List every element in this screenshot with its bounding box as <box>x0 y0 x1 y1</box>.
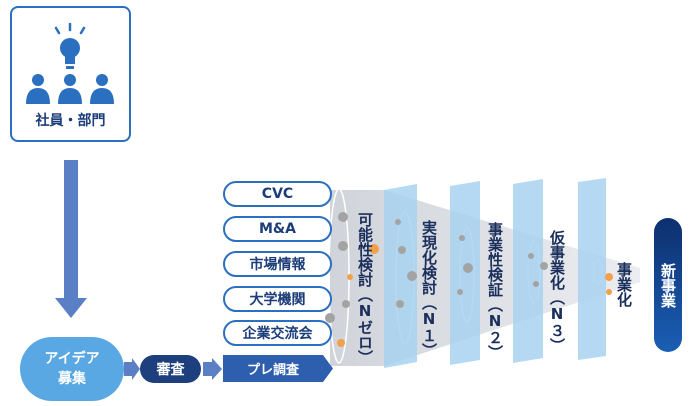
idea-dot <box>395 219 401 225</box>
idea-dot <box>528 253 534 259</box>
idea-dot <box>459 235 465 241</box>
idea-people-icon <box>26 22 114 104</box>
idea-dot <box>463 263 473 273</box>
stage-label-n3: 仮事業化（N３） <box>548 230 566 353</box>
source-corporate-exchange: 企業交流会 <box>223 320 332 346</box>
source-cvc: CVC <box>223 181 332 207</box>
source-market-info: 市場情報 <box>223 251 332 277</box>
new-business-box: 新事業 <box>654 218 682 352</box>
idea-dot <box>338 241 348 251</box>
stage-band-3 <box>513 179 543 363</box>
highlight-dot <box>369 244 379 254</box>
idea-dot <box>398 246 406 254</box>
stage-band-2 <box>450 181 480 365</box>
source-university: 大学機関 <box>223 286 332 312</box>
idea-line1: アイデア <box>44 351 100 367</box>
idea-dot <box>540 262 548 270</box>
down-arrow-shaft <box>64 160 78 300</box>
pre-survey-box: プレ調査 <box>223 355 323 382</box>
source-ma: M&A <box>223 216 332 242</box>
stage-label-n2: 事業性検証（N２） <box>486 222 504 360</box>
pre-survey-arrow-tip <box>323 355 333 382</box>
idea-dot <box>342 300 350 308</box>
idea-dot <box>338 212 348 222</box>
arrow-review-to-pre <box>203 358 222 380</box>
stage-label-n0: 可能性検討（Nゼロ） <box>356 212 374 365</box>
employee-department-box: 社員・部門 <box>10 6 131 142</box>
idea-dot <box>457 289 463 295</box>
idea-recruitment-circle: アイデア 募集 <box>20 337 124 401</box>
down-arrow-head <box>55 298 87 318</box>
highlight-dot <box>347 274 353 280</box>
stage-band-4 <box>578 178 606 360</box>
highlight-dot <box>606 289 612 295</box>
review-box: 審査 <box>140 355 201 383</box>
idea-line2: 募集 <box>58 371 86 387</box>
stage-band-1 <box>384 184 417 368</box>
idea-dot <box>533 281 539 287</box>
stage-label-n1: 実現化検討（N１） <box>420 220 438 358</box>
employee-department-label: 社員・部門 <box>35 113 106 129</box>
highlight-dot <box>605 273 613 281</box>
highlight-dot <box>337 339 345 347</box>
idea-dot <box>325 313 335 323</box>
idea-dot <box>396 300 404 308</box>
arrow-idea-to-review <box>124 358 140 380</box>
idea-dot <box>407 271 417 281</box>
stage-label-commercialization: 事業化 <box>615 262 633 307</box>
